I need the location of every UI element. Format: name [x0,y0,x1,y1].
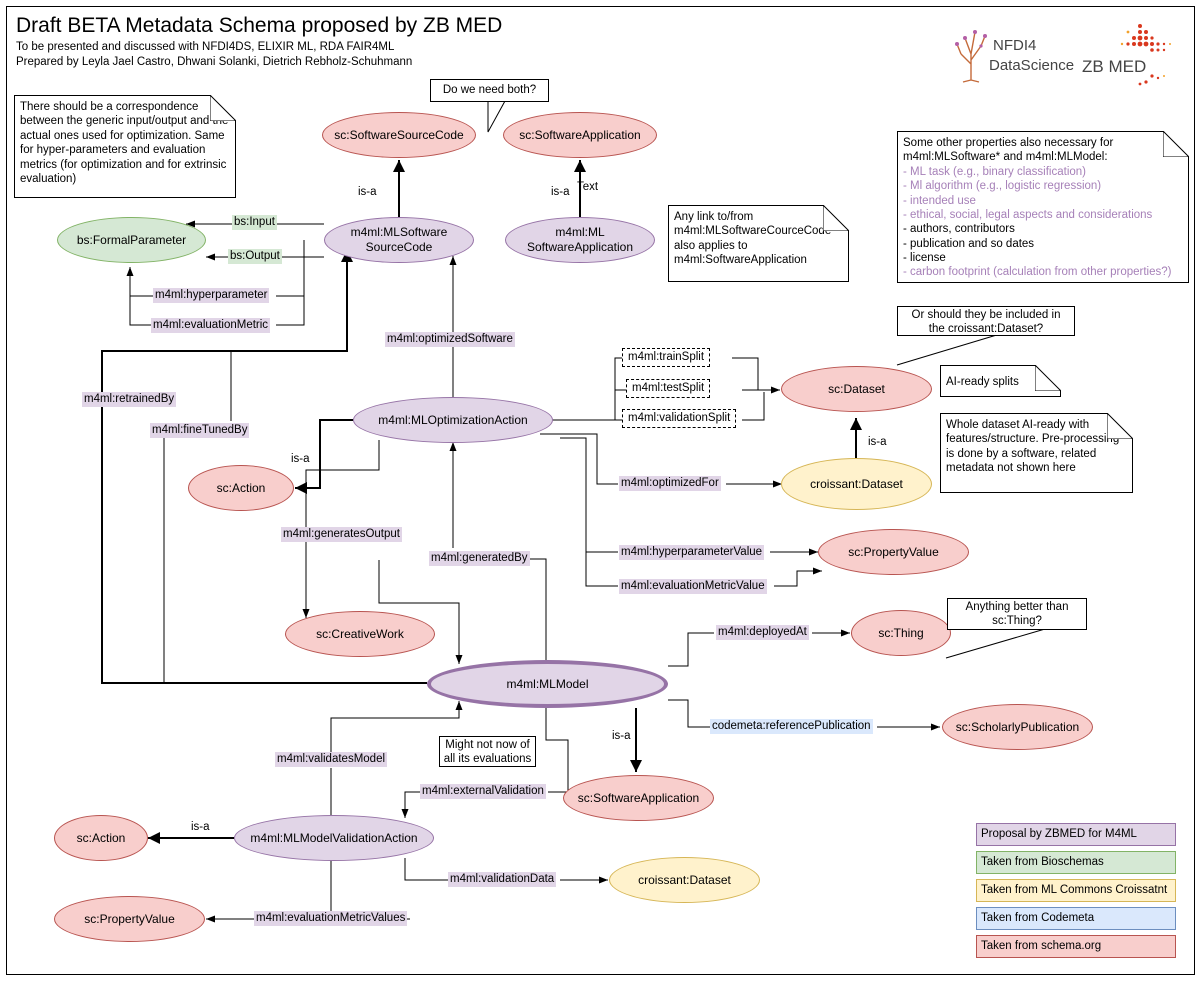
legend-codemeta: Taken from Codemeta [976,907,1176,930]
edge-label-reference-publication: codemeta:referencePublication [710,719,873,735]
edge-label-validation-data: m4ml:validationData [448,872,557,888]
edge-label-evaluation-metric: m4ml:evaluationMetric [151,318,271,334]
node-ml-model[interactable]: m4ml:MLModel [427,660,668,708]
edge-label-train-split: m4ml:trainSplit [622,348,711,368]
node-action-mid[interactable]: sc:Action [188,465,294,511]
legend-bioschemas: Taken from Bioschemas [976,851,1176,874]
node-ml-software-source-code[interactable]: m4ml:MLSoftware SourceCode [324,217,474,263]
note-correspondence: There should be a correspondence between… [14,95,236,198]
svg-text:NFDI4: NFDI4 [993,37,1036,54]
legend-proposal: Proposal by ZBMED for M4ML [976,823,1176,846]
node-ml-software-application[interactable]: m4ml:ML SoftwareApplication [505,217,655,263]
callout-might-not: Might not now of all its evaluations [439,736,536,767]
note-whole-dataset-text: Whole dataset AI-ready with features/str… [946,419,1120,475]
note-other-properties: Some other properties also necessary for… [897,131,1189,283]
edge-label-is-a: is-a [291,453,310,465]
edge-label-test-split: m4ml:testSplit [626,379,711,399]
edge-label-hyperparameter-value: m4ml:hyperparameterValue [619,545,765,561]
other-property-item: - ML task (e.g., binary classification) [903,165,1086,178]
note-correspondence-text: There should be a correspondence between… [20,101,229,185]
svg-text:DataScience: DataScience [989,57,1074,74]
node-software-application-bottom[interactable]: sc:SoftwareApplication [563,775,714,821]
edge-label-bs-input: bs:Input [232,215,277,231]
callout-need-both: Do we need both? [430,79,549,102]
legend-croissant: Taken from ML Commons Croissatnt [976,879,1176,902]
edge-label-hyperparameter: m4ml:hyperparameter [153,288,270,304]
node-ml-model-validation-action[interactable]: m4ml:MLModelValidationAction [234,815,434,861]
node-action-bottom[interactable]: sc:Action [54,815,148,861]
edge-label-fine-tuned-by: m4ml:fineTunedBy [150,423,250,439]
other-property-item: - publication and so dates [903,237,1035,250]
node-property-value-mid[interactable]: sc:PropertyValue [818,529,969,575]
node-dataset[interactable]: sc:Dataset [781,366,932,412]
edge-label-bs-output: bs:Output [228,249,282,265]
edge-label-retrained-by: m4ml:retrainedBy [82,392,177,408]
edge-label-is-a: is-a [612,730,631,742]
edge-label-generates-output: m4ml:generatesOutput [281,527,402,543]
zbmed-logo: ZB MED [1080,20,1180,90]
node-croissant-dataset-bottom[interactable]: croissant:Dataset [609,857,760,903]
node-formal-parameter[interactable]: bs:FormalParameter [57,217,206,263]
other-property-item: - ethical, social, legal aspects and con… [903,208,1153,221]
edge-label-external-validation: m4ml:externalValidation [420,784,546,800]
subtitle-authors: Prepared by Leyla Jael Castro, Dhwani So… [16,56,413,68]
callout-better-thing: Anything better than sc:Thing? [947,598,1087,630]
other-property-item: - Ml algorithm (e.g., logistic regressio… [903,180,1102,193]
page-title: Draft BETA Metadata Schema proposed by Z… [16,14,503,37]
node-croissant-dataset-mid[interactable]: croissant:Dataset [781,458,932,510]
edge-label-validation-split: m4ml:validationSplit [622,409,737,429]
note-any-link-text: Any link to/from m4ml:MLSoftwareCourceCo… [674,211,832,267]
callout-included-dataset: Or should they be included in the croiss… [897,306,1075,336]
note-other-properties-intro: Some other properties also necessary for… [903,137,1114,164]
other-property-item: - intended use [903,194,976,207]
subtitle-audience: To be presented and discussed with NFDI4… [16,41,395,53]
edge-label-generated-by: m4ml:generatedBy [429,551,530,567]
note-any-link: Any link to/from m4ml:MLSoftwareCourceCo… [668,205,849,282]
node-property-value-bottom[interactable]: sc:PropertyValue [54,896,205,942]
note-whole-dataset: Whole dataset AI-ready with features/str… [940,413,1133,493]
edge-label-optimized-software: m4ml:optimizedSoftware [385,332,515,348]
edge-label-is-a: is-a [358,186,377,198]
svg-text:ZB MED: ZB MED [1082,57,1146,76]
node-thing[interactable]: sc:Thing [851,610,951,656]
nfdi4datascience-logo: NFDI4 DataScience [955,24,1075,84]
node-software-application-top[interactable]: sc:SoftwareApplication [503,112,657,158]
note-ai-ready-splits-text: AI-ready splits [946,376,1019,388]
legend-schemaorg: Taken from schema.org [976,935,1176,958]
edge-label-evaluation-metric-value: m4ml:evaluationMetricValue [619,579,767,595]
edge-label-deployed-at: m4ml:deployedAt [716,625,809,641]
node-ml-optimization-action[interactable]: m4ml:MLOptimizationAction [353,397,553,443]
other-properties-list: - ML task (e.g., binary classification) -… [903,165,1183,280]
other-property-item: - authors, contributors [903,223,1015,236]
edge-label-validates-model: m4ml:validatesModel [275,752,388,768]
diagram-frame [6,6,1195,975]
edge-label-is-a: is-a [868,436,887,448]
other-property-item: - carbon footprint (calculation from oth… [903,266,1172,279]
other-property-item: - license [903,252,946,264]
edge-label-text: Text [577,181,599,193]
node-creative-work[interactable]: sc:CreativeWork [285,611,435,657]
edge-label-is-a: is-a [191,821,210,833]
edge-label-optimized-for: m4ml:optimizedFor [619,476,721,492]
edge-label-evaluation-metric-values: m4ml:evaluationMetricValues [254,911,408,927]
node-scholarly-publication[interactable]: sc:ScholarlyPublication [942,704,1093,750]
node-software-source-code[interactable]: sc:SoftwareSourceCode [322,112,476,158]
edge-label-is-a: is-a [551,186,570,198]
